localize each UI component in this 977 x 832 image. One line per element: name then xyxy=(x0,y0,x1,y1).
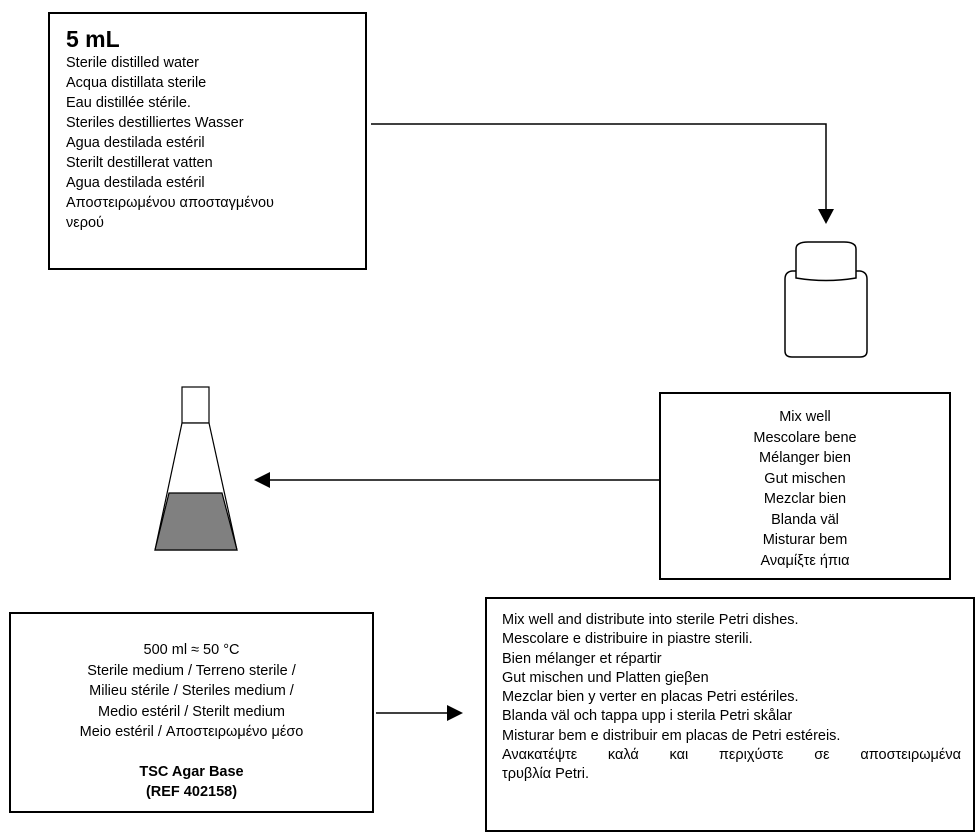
water-text-it: Acqua distillata sterile xyxy=(66,75,207,91)
flask-medium-fill xyxy=(154,492,238,551)
water-text-es: Agua destilada estéril xyxy=(66,135,205,151)
water-text-el: Αποστειρωμένου αποσταγμένου xyxy=(66,195,274,211)
vial-icon xyxy=(784,241,868,358)
mix-instruction-box: Mix well Mescolare bene Mélanger bien Gu… xyxy=(659,392,951,580)
distribute-text-it: Mescolare e distribuire in piastre steri… xyxy=(502,631,753,648)
flask-icon xyxy=(154,386,238,551)
arrow-water-to-vial xyxy=(371,123,834,224)
mix-text-es: Mezclar bien xyxy=(763,491,847,507)
water-text-en: Sterile distilled water xyxy=(66,55,199,71)
water-instruction-box: 5 mL Sterile distilled water Acqua disti… xyxy=(48,12,367,270)
product-ref: (REF 402158) xyxy=(145,784,238,800)
water-text-pt: Agua destilada estéril xyxy=(66,175,205,191)
water-text-de: Steriles destilliertes Wasser xyxy=(66,115,244,131)
water-volume: 5 mL xyxy=(66,26,120,52)
mix-text-it: Mescolare bene xyxy=(753,429,857,446)
arrow-mix-to-flask xyxy=(254,472,659,488)
water-text-sv: Sterilt destillerat vatten xyxy=(66,155,213,171)
distribute-text-sv: Blanda väl och tappa upp i sterila Petri… xyxy=(502,708,793,725)
distribute-text-el: Ανακατέψτε καλά και περιχύστε σε αποστει… xyxy=(502,747,961,764)
distribute-text-pt: Misturar bem e distribuir em placas de P… xyxy=(502,727,841,744)
mix-text-en: Mix well xyxy=(779,409,831,425)
mix-text-fr: Mélanger bien xyxy=(759,450,851,466)
distribute-text-fr: Bien mélanger et répartir xyxy=(502,650,662,667)
distribute-text-de: Gut mischen und Platten gieβen xyxy=(502,669,709,686)
distribute-text-es: Mezclar bien y verter en placas Petri es… xyxy=(502,689,799,706)
medium-instruction-box: 500 ml ≈ 50 °C Sterile medium / Terreno … xyxy=(9,612,374,813)
distribute-text-en: Mix well and distribute into sterile Pet… xyxy=(502,612,799,628)
mix-text-de: Gut mischen xyxy=(764,470,846,487)
medium-volume-temp: 500 ml ≈ 50 °C xyxy=(143,642,240,658)
arrow-medium-to-distribute xyxy=(376,705,463,721)
mix-text-el: Αναμίξτε ήπια xyxy=(760,552,850,569)
distribute-instruction-box: Mix well and distribute into sterile Pet… xyxy=(485,597,975,832)
water-text-el-cont: νερού xyxy=(66,215,104,231)
mix-text-sv: Blanda väl xyxy=(771,511,839,528)
medium-text-2: Milieu stérile / Steriles medium / xyxy=(89,683,294,699)
medium-text-3: Medio estéril / Sterilt medium xyxy=(98,703,285,720)
medium-text-1: Sterile medium / Terreno sterile / xyxy=(87,662,296,679)
distribute-text-el-cont: τρυβλία Petri. xyxy=(502,766,589,783)
medium-text-4: Meio estéril / Αποστειρωμένο μέσο xyxy=(79,724,304,740)
mix-text-pt: Misturar bem xyxy=(762,532,848,548)
water-text-fr: Eau distillée stérile. xyxy=(66,95,191,111)
product-name: TSC Agar Base xyxy=(139,763,244,780)
